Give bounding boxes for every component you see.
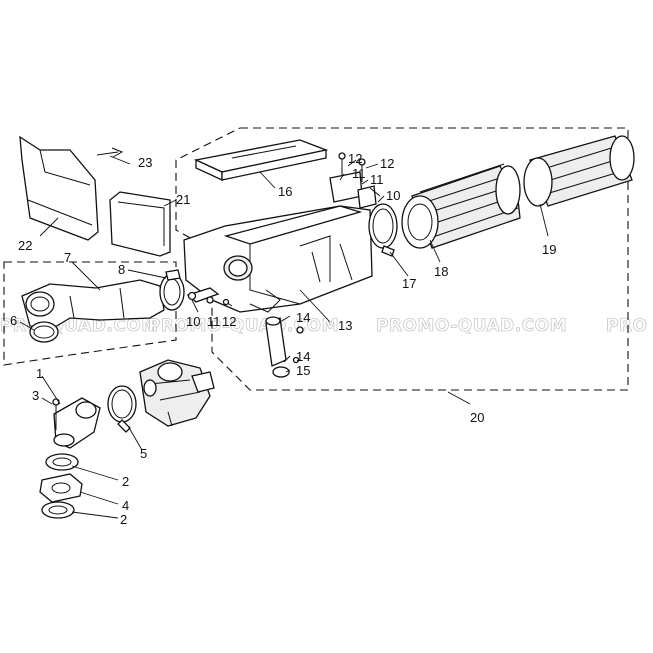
callout-11-top-right: 11 — [370, 172, 384, 187]
callout-18: 18 — [434, 264, 448, 279]
callout-12-lower: 12 — [222, 314, 236, 329]
gasket-lower-part — [41, 501, 75, 519]
subassembly-outline — [3, 261, 177, 366]
clamp-band-part-5 — [107, 385, 137, 433]
drain-tube-part — [265, 316, 304, 378]
callout-23: 23 — [138, 155, 152, 170]
callout-17: 17 — [402, 276, 416, 291]
callout-2-lower: 2 — [120, 512, 127, 527]
callout-7: 7 — [64, 250, 71, 265]
callout-6: 6 — [10, 313, 17, 328]
callout-5: 5 — [140, 446, 147, 461]
insulator-plate-part — [39, 473, 83, 503]
callout-11-top-left: 11 — [352, 166, 366, 181]
hose-clamp-part-8 — [159, 269, 185, 311]
leader-lines — [19, 155, 549, 519]
callout-8: 8 — [118, 262, 125, 277]
callout-14-lower: 14 — [296, 349, 310, 364]
hose-clamp-part-17 — [368, 203, 398, 257]
cover-plate-part — [109, 191, 171, 257]
callout-19: 19 — [542, 242, 556, 257]
screw-part-23 — [96, 147, 124, 158]
carburetor-part — [139, 359, 215, 427]
intake-hose-part — [21, 279, 165, 331]
callout-15: 15 — [296, 363, 310, 378]
callout-4: 4 — [122, 498, 129, 513]
intake-manifold-part — [52, 397, 101, 449]
callout-10-upper: 10 — [386, 188, 400, 203]
callout-3: 3 — [32, 388, 39, 403]
clamp-ring-part-6 — [29, 321, 59, 343]
bolt-clip-set-lower — [186, 287, 233, 307]
bolt-clip-set-upper — [329, 152, 381, 209]
callout-1: 1 — [36, 366, 43, 381]
callout-13: 13 — [338, 318, 352, 333]
air-filter-part — [401, 163, 521, 249]
gasket-upper-part — [45, 453, 79, 471]
heat-shield-part — [19, 135, 99, 241]
callout-12-top-right: 12 — [380, 156, 394, 171]
callout-20: 20 — [470, 410, 484, 425]
airbox-housing-part — [183, 205, 373, 313]
callout-14-upper: 14 — [296, 310, 310, 325]
callout-11-lower: 11 — [207, 314, 221, 329]
callout-10-lower: 10 — [186, 314, 200, 329]
callout-16: 16 — [278, 184, 292, 199]
pre-filter-sleeve-part — [523, 135, 635, 207]
filter-lid-cover-part — [193, 139, 329, 182]
callout-2-upper: 2 — [122, 474, 129, 489]
callout-22: 22 — [18, 238, 32, 253]
callout-12-top-left: 12 — [348, 151, 362, 166]
assembly-20-outline — [175, 127, 629, 391]
callout-21: 21 — [176, 192, 190, 207]
